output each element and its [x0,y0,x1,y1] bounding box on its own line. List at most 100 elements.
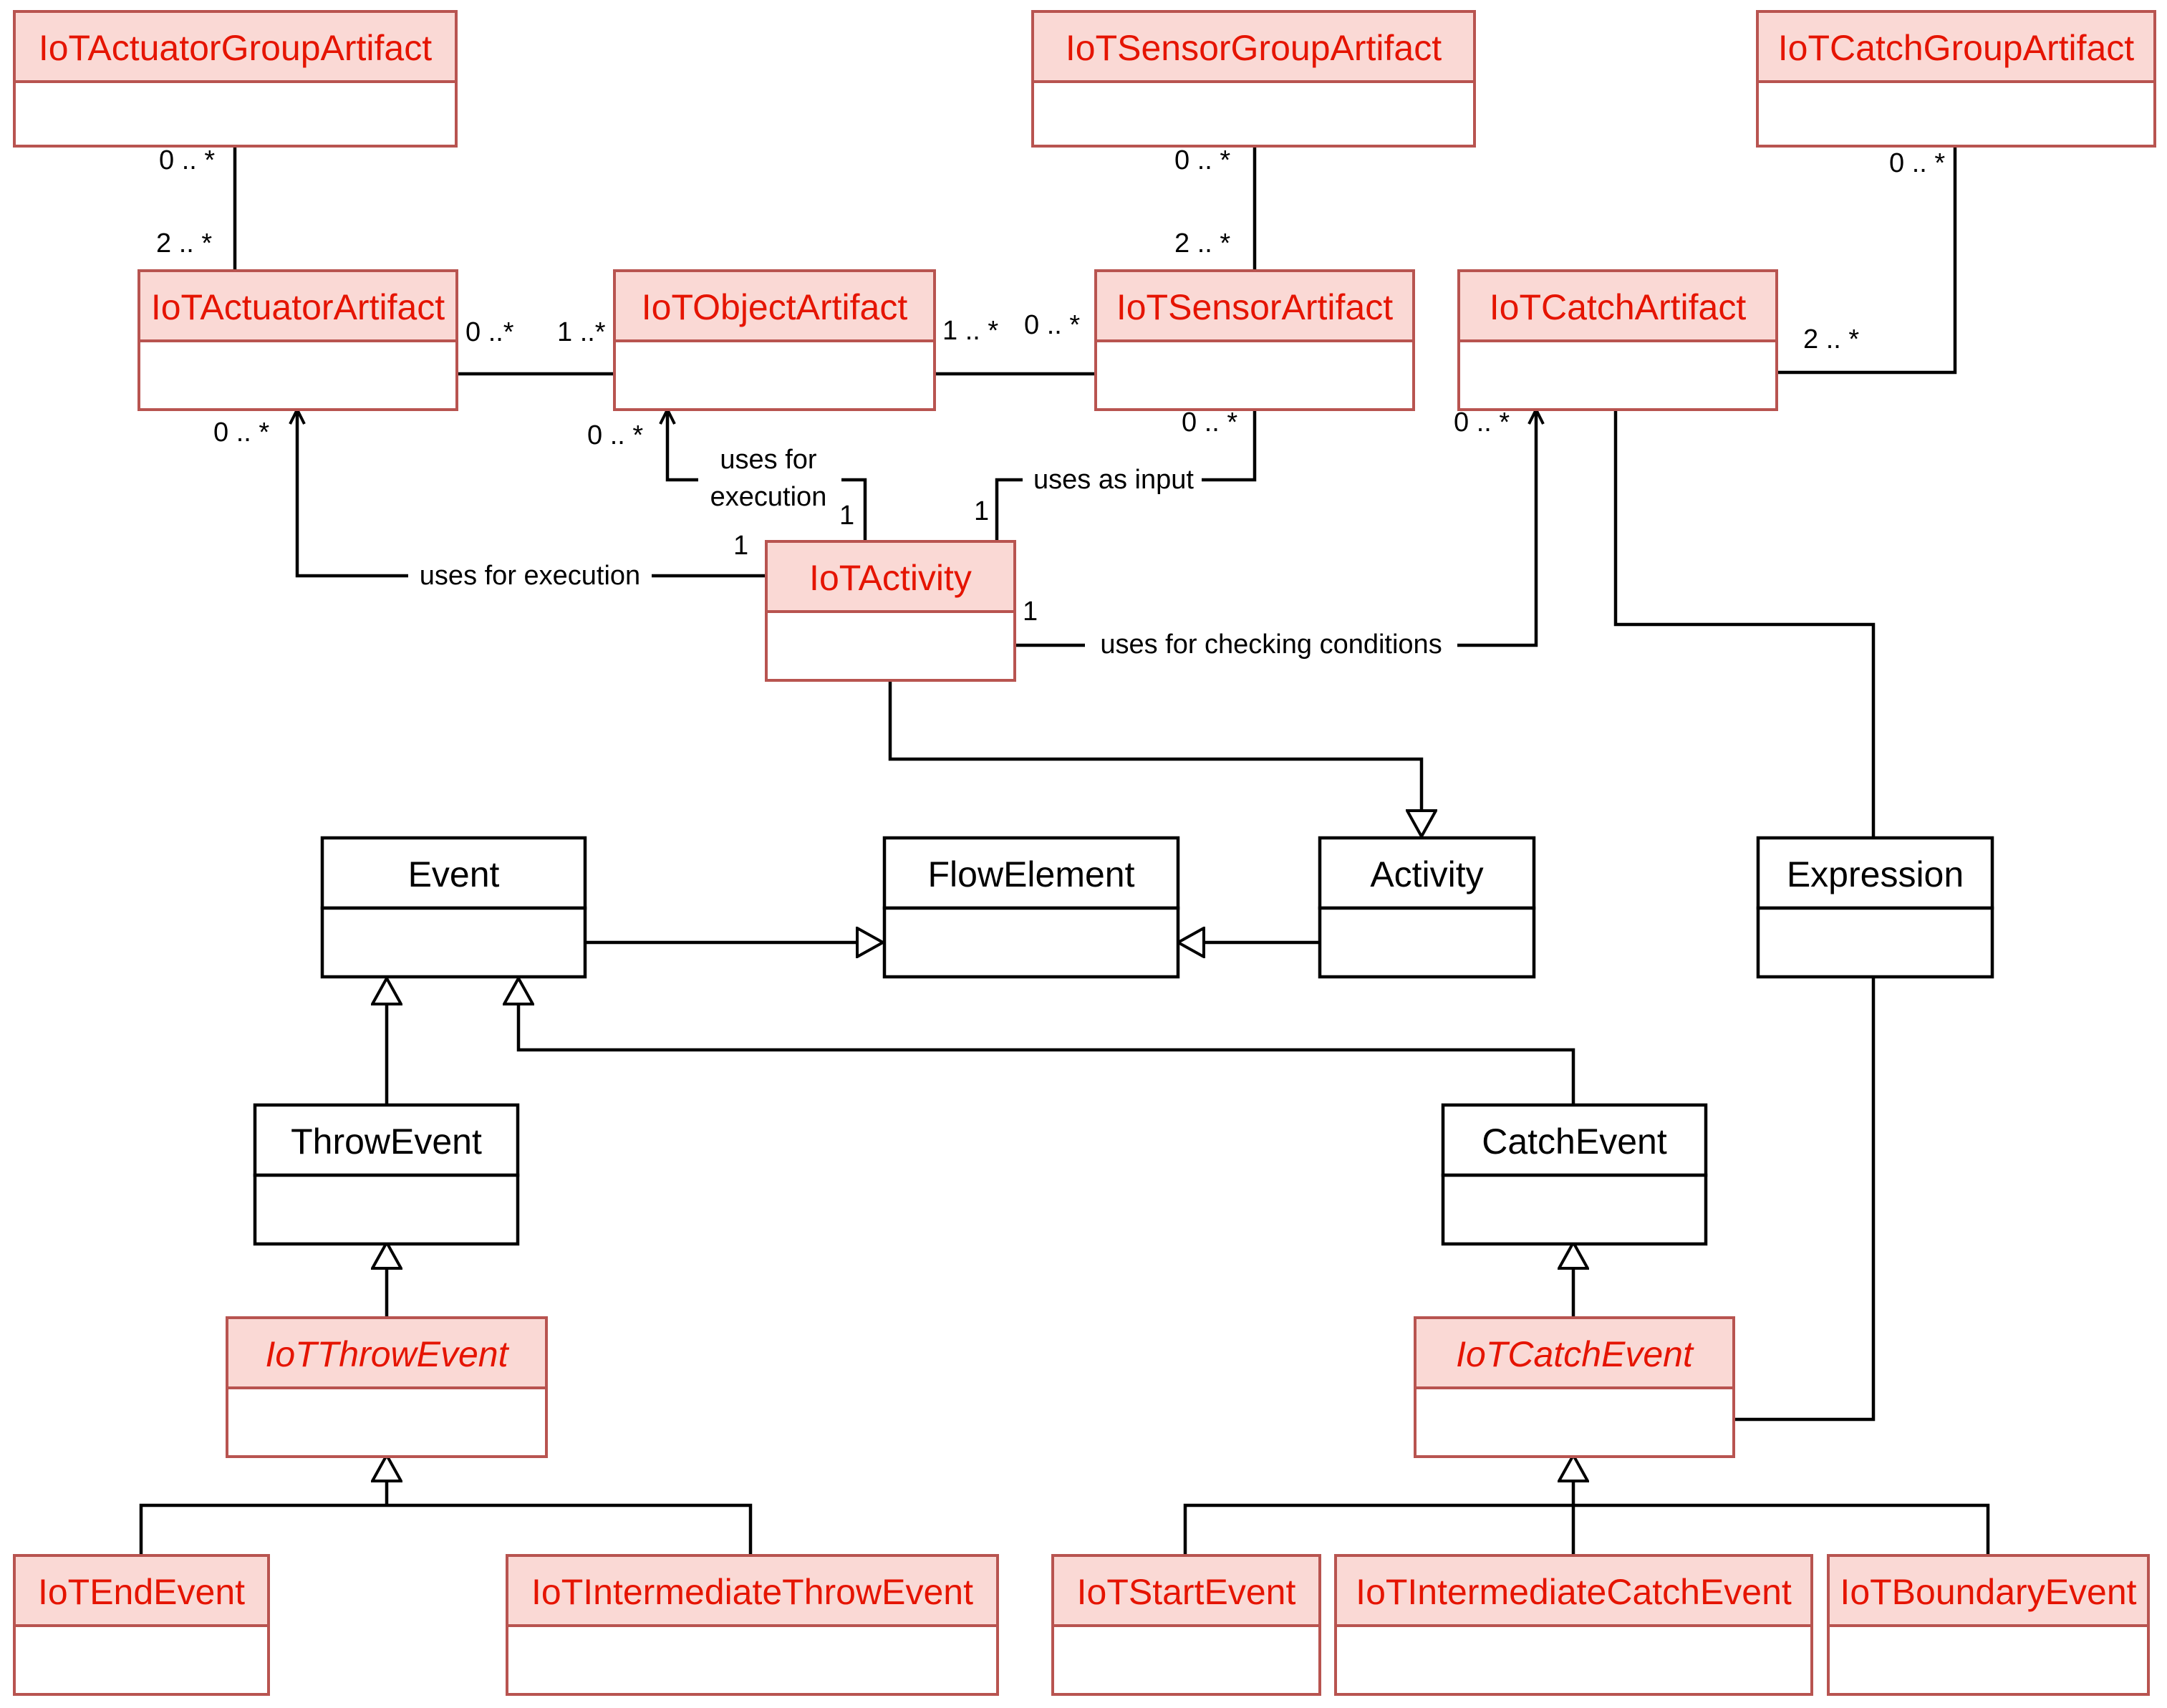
class-catch-artifact-body [1457,339,1778,411]
class-sensor-group: IoTSensorGroupArtifact [1031,10,1476,148]
assoc-label-uses-as-input: uses as input [1033,465,1194,495]
class-activity-iot-header [765,540,1016,613]
class-expression-name: Expression [1787,854,1964,894]
class-flow-element-name: FlowElement [928,854,1135,894]
class-actuator-group-name: IoTActuatorGroupArtifact [39,28,432,68]
class-activity: Activity [1318,836,1536,979]
mult-actuator-object-left: 0 ..* [465,317,514,347]
class-iot-catch-event-name: IoTCatchEvent [1456,1334,1694,1374]
class-iot-throw-event-body [226,1386,548,1458]
class-iot-end-event: IoTEndEvent [13,1554,270,1696]
class-iot-start-event-body [1051,1624,1321,1696]
class-catch-event-body [1441,1173,1708,1246]
class-iot-intermediate-catch-event-header [1334,1554,1813,1627]
class-iot-intermediate-catch-event-body [1334,1624,1813,1696]
class-iot-start-event-name: IoTStartEvent [1077,1572,1296,1612]
class-sensor-body [1094,339,1415,411]
class-throw-event-header [253,1103,520,1177]
class-iot-intermediate-throw-event-body [506,1624,999,1696]
class-sensor-group-body [1031,80,1476,148]
class-iot-intermediate-throw-event-header [506,1554,999,1627]
class-iot-boundary-event: IoTBoundaryEvent [1827,1554,2150,1696]
mult-catch-group-top: 0 .. * [1889,148,1945,178]
mult-sensor-group-top: 0 .. * [1174,145,1230,175]
class-expression: Expression [1756,836,1994,979]
mult-activity-exec-object: 1 [839,501,854,531]
edge-expression-catch-artifact-composition [1616,411,1876,838]
assoc-label-uses-for-execution: uses for execution [420,561,640,591]
class-iot-catch-event-header [1414,1316,1735,1389]
class-sensor-header [1094,269,1415,342]
class-iot-boundary-event-name: IoTBoundaryEvent [1840,1572,2136,1612]
class-throw-event-name: ThrowEvent [291,1121,482,1162]
mult-actuator-group-bottom: 2 .. * [156,228,212,259]
class-catch-group-body [1756,80,2156,148]
assoc-label-uses-for-checking-conditions: uses for checking conditions [1100,629,1442,660]
class-activity-iot-body [765,610,1016,682]
class-activity-header [1318,836,1536,910]
mult-object-sensor-left: 1 .. * [942,316,998,346]
mult-sensor-group-bottom: 2 .. * [1174,228,1230,259]
class-sensor-group-name: IoTSensorGroupArtifact [1066,28,1442,68]
edge-catchevent-event-generalization [518,978,1575,1104]
class-event-body [320,906,587,979]
class-actuator-group: IoTActuatorGroupArtifact [13,10,458,148]
class-flow-element: FlowElement [882,836,1180,979]
edge-catch-group-aggregation [1776,147,1957,372]
mult-catch-check: 0 .. * [1454,407,1510,438]
edge-expression-catch-event-composition [1734,978,1876,1419]
class-throw-event: ThrowEvent [253,1103,520,1246]
class-actuator-header [137,269,458,342]
class-sensor-group-header [1031,10,1476,83]
class-event: Event [320,836,587,979]
class-activity-iot: IoTActivity [765,540,1016,682]
class-object-header [613,269,936,342]
class-throw-event-body [253,1173,520,1246]
edge-activity-catch-check [1015,410,1536,647]
class-iot-intermediate-catch-event: IoTIntermediateCatchEvent [1334,1554,1813,1696]
class-iot-intermediate-catch-event-name: IoTIntermediateCatchEvent [1356,1572,1792,1612]
class-catch-group-name: IoTCatchGroupArtifact [1778,28,2135,68]
class-iot-catch-event-body [1414,1386,1735,1458]
class-catch-group: IoTCatchGroupArtifact [1756,10,2156,148]
class-iot-throw-event-header [226,1316,548,1389]
class-object-body [613,339,936,411]
class-iot-boundary-event-body [1827,1624,2150,1696]
class-flow-element-header [882,836,1180,910]
class-actuator-group-body [13,80,458,148]
class-object-name: IoTObjectArtifact [642,287,908,327]
class-iot-boundary-event-header [1827,1554,2150,1627]
class-iot-throw-event-name: IoTThrowEvent [265,1334,509,1374]
edge-iotcatch-children-bus [1183,1503,1990,1554]
class-catch-event-header [1441,1103,1708,1177]
class-event-name: Event [408,854,500,894]
mult-activity-exec-actuator: 1 [733,531,748,561]
class-iot-throw-event: IoTThrowEvent [226,1316,548,1458]
assoc-label-uses-for-execution-object-2: execution [710,482,827,512]
edge-activity-actuator-exec [297,410,766,578]
class-iot-start-event: IoTStartEvent [1051,1554,1321,1696]
mult-object-sensor-right: 0 .. * [1024,310,1080,340]
class-iot-end-event-header [13,1554,270,1627]
class-expression-body [1756,906,1994,979]
class-actuator: IoTActuatorArtifact [137,269,458,411]
class-iot-end-event-body [13,1624,270,1696]
class-iot-end-event-name: IoTEndEvent [38,1572,245,1612]
edge-iot-activity-generalization [888,681,1422,836]
class-iot-catch-event: IoTCatchEvent [1414,1316,1735,1458]
class-actuator-name: IoTActuatorArtifact [151,287,445,327]
class-catch-event: CatchEvent [1441,1103,1708,1246]
class-activity-body [1318,906,1536,979]
class-sensor-name: IoTSensorArtifact [1116,287,1393,327]
mult-actuator-group-top: 0 .. * [159,145,215,175]
edge-iotendevent-generalization [139,1503,753,1554]
class-iot-intermediate-throw-event: IoTIntermediateThrowEvent [506,1554,999,1696]
class-activity-name: Activity [1370,854,1483,894]
mult-actuator-object-right: 1 ..* [557,317,606,347]
class-iot-intermediate-throw-event-name: IoTIntermediateThrowEvent [531,1572,973,1612]
class-flow-element-body [882,906,1180,979]
class-sensor: IoTSensorArtifact [1094,269,1415,411]
class-catch-artifact: IoTCatchArtifact [1457,269,1778,411]
class-catch-artifact-name: IoTCatchArtifact [1490,287,1747,327]
